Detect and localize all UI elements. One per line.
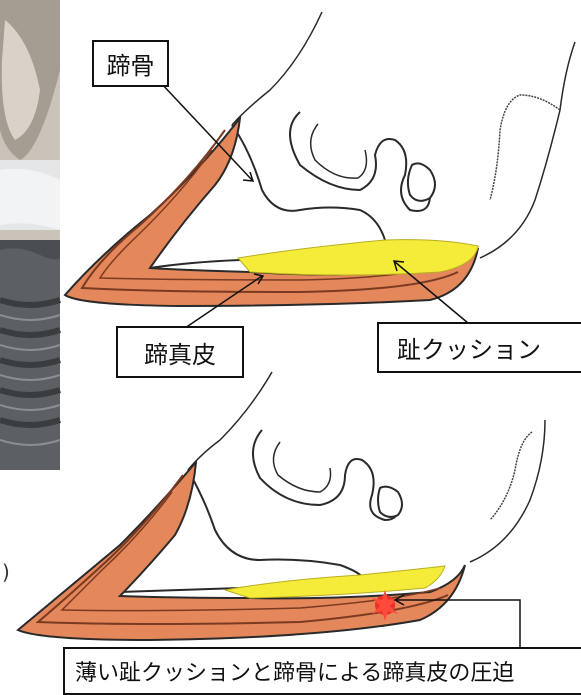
compressed-hoof-section: [18, 372, 545, 647]
hoof-dermis-label: 蹄真皮: [116, 326, 244, 378]
hoof-bone-label: 蹄骨: [92, 40, 169, 87]
hoof-photo: [0, 0, 60, 470]
compression-caption: 薄い趾クッションと蹄骨による蹄真皮の圧迫: [63, 647, 581, 695]
side-mark: ): [2, 560, 10, 584]
toe-cushion-label: 趾クッション: [377, 322, 581, 373]
